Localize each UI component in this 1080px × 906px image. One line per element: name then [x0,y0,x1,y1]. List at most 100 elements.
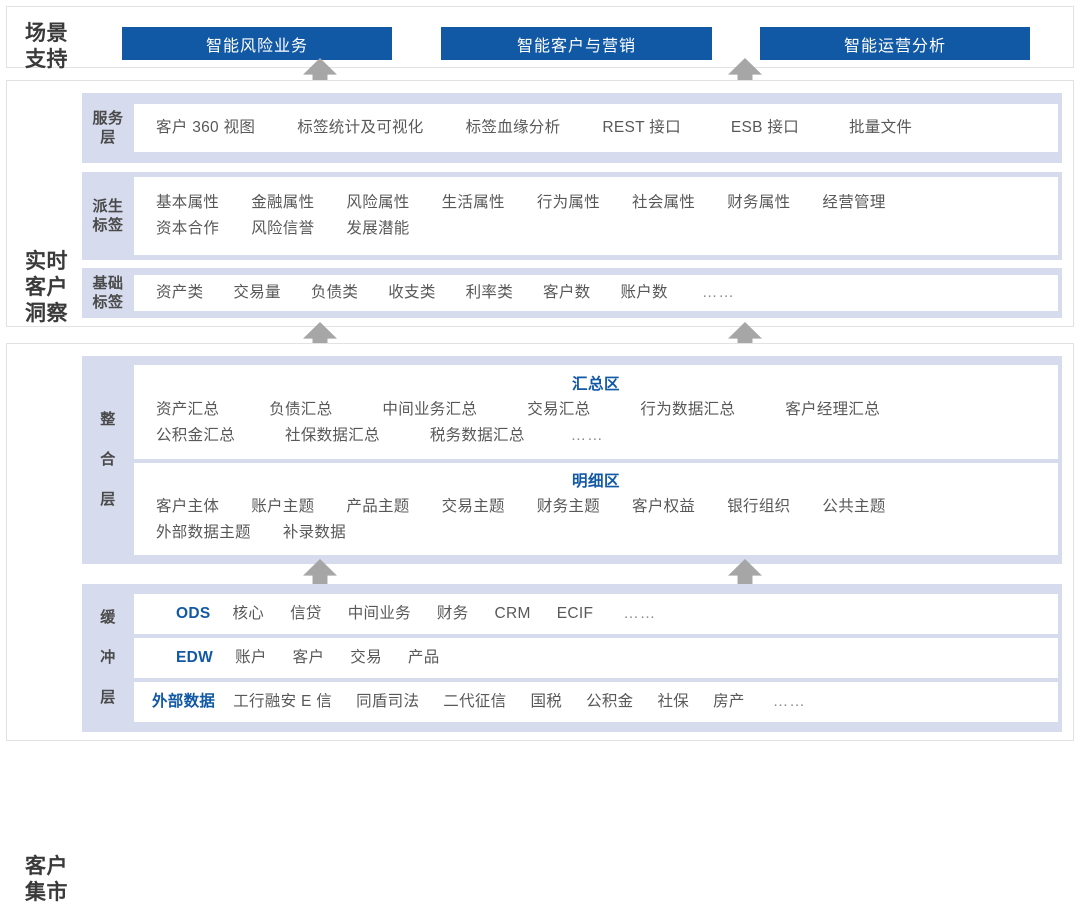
chip-item[interactable]: 风险信誉 [251,220,315,237]
chip-item[interactable]: CRM [494,605,531,622]
chip-item[interactable]: 资产类 [156,284,204,301]
chip-item[interactable]: REST 接口 [602,119,681,136]
customer-mart-label: 客户 集市 [25,855,68,904]
chip-item[interactable]: ESB 接口 [730,119,799,136]
chip-item[interactable]: 客户权益 [632,498,696,515]
chip-item[interactable]: 利率类 [465,284,514,301]
chip-item[interactable]: 交易量 [233,284,281,301]
derived-tag-band: 派生 标签 基本属性 金融属性 风险属性 生活属性 行为属性 社会属性 财务属性… [82,172,1062,260]
integration-layer-title: 整 合 层 [100,411,116,508]
chip-item[interactable]: 标签血缘分析 [465,119,561,136]
scene-button-operation-analysis[interactable]: 智能运营分析 [760,27,1030,60]
chip-item[interactable]: 账户数 [620,284,668,301]
chip-item[interactable]: 资本合作 [156,220,220,237]
chip-item[interactable]: 社保 [657,693,690,710]
basic-tag-title: 基础 标签 [92,275,124,311]
buffer-layer-title: 缓 冲 层 [100,609,116,706]
chip-item[interactable]: 财务属性 [727,194,791,211]
chip-item[interactable]: 公积金汇总 [156,427,236,444]
scene-button-customer-marketing[interactable]: 智能客户与营销 [441,27,712,60]
chip-item[interactable]: 财务主题 [536,498,601,515]
chip-item[interactable]: 金融属性 [251,194,315,211]
chip-ellipsis: …… [772,693,806,710]
chip-line: 资产类 交易量 负债类 收支类 利率类 客户数 账户数 …… [156,280,1036,306]
integration-layer-zones: 汇总区 资产汇总 负债汇总 中间业务汇总 交易汇总 行为数据汇总 客户经理汇总 … [134,356,1062,564]
service-layer-rows: 客户 360 视图 标签统计及可视化 标签血缘分析 REST 接口 ESB 接口… [134,93,1062,163]
chip-item[interactable]: 行为数据汇总 [640,401,736,418]
chip-item[interactable]: 客户 [292,649,325,666]
chip-item[interactable]: 负债类 [310,284,359,301]
derived-tag-title: 派生 标签 [92,198,124,234]
chip-item[interactable]: 核心 [232,605,265,622]
zone-title-summary: 汇总区 [571,376,620,393]
chip-item[interactable]: 批量文件 [849,119,913,136]
chip-item[interactable]: 二代征信 [443,693,507,710]
chip-item[interactable]: 生活属性 [441,194,505,211]
chip-item[interactable]: 标签统计及可视化 [297,119,424,136]
chip-item[interactable]: 发展潜能 [346,220,410,237]
chip-item[interactable]: ECIF [556,605,594,622]
integration-summary-zone: 汇总区 资产汇总 负债汇总 中间业务汇总 交易汇总 行为数据汇总 客户经理汇总 … [134,365,1058,459]
chip-line: 资本合作 风险信誉 发展潜能 [156,216,1036,242]
chip-item[interactable]: 财务 [436,605,469,622]
chip-item[interactable]: 客户经理汇总 [785,401,881,418]
chip-item[interactable]: 外部数据主题 [156,524,251,541]
scene-support-label: 场景 支持 [25,22,68,71]
chip-ellipsis: …… [701,284,735,301]
buffer-row-ods: ODS 核心 信贷 中间业务 财务 CRM ECIF …… [134,594,1058,634]
chip-item[interactable]: 基本属性 [156,194,220,211]
chip-ellipsis: …… [570,427,604,444]
chip-item[interactable]: 交易主题 [441,498,505,515]
basic-tag-rows: 资产类 交易量 负债类 收支类 利率类 客户数 账户数 …… [134,268,1062,318]
buffer-layer-rows: ODS 核心 信贷 中间业务 财务 CRM ECIF …… EDW 账户 客户 … [134,584,1062,732]
chip-item[interactable]: 客户主体 [156,498,220,515]
buffer-row-external: 外部数据 工行融安 E 信 同盾司法 二代征信 国税 公积金 社保 房产 …… [134,682,1058,722]
chip-item[interactable]: 工行融安 E 信 [233,693,333,710]
chip-item[interactable]: 客户数 [543,284,591,301]
basic-tag-row: 资产类 交易量 负债类 收支类 利率类 客户数 账户数 …… [134,275,1058,311]
chip-line: EDW 账户 客户 交易 产品 [176,645,1036,671]
chip-item[interactable]: 公积金 [586,693,634,710]
chip-item[interactable]: 中间业务 [347,605,411,622]
chip-accent-edw[interactable]: EDW [176,649,214,666]
chip-item[interactable]: 经营管理 [822,194,886,211]
chip-item[interactable]: 产品主题 [346,498,410,515]
chip-item[interactable]: 交易 [350,649,382,666]
chip-item[interactable]: 房产 [713,693,745,710]
chip-item[interactable]: 客户 360 视图 [156,119,256,136]
chip-item[interactable]: 负债汇总 [269,401,333,418]
buffer-layer-band: 缓 冲 层 ODS 核心 信贷 中间业务 财务 CRM ECIF …… EDW … [82,584,1062,732]
chip-line: ODS 核心 信贷 中间业务 财务 CRM ECIF …… [176,601,1036,627]
chip-line: 基本属性 金融属性 风险属性 生活属性 行为属性 社会属性 财务属性 经营管理 [156,190,1036,216]
chip-line: 资产汇总 负债汇总 中间业务汇总 交易汇总 行为数据汇总 客户经理汇总 [156,397,1036,423]
chip-accent-external-data[interactable]: 外部数据 [152,693,216,710]
chip-item[interactable]: 信贷 [290,605,322,622]
derived-tag-row: 基本属性 金融属性 风险属性 生活属性 行为属性 社会属性 财务属性 经营管理 … [134,177,1058,255]
chip-line: 客户 360 视图 标签统计及可视化 标签血缘分析 REST 接口 ESB 接口… [156,115,1036,141]
chip-accent-ods[interactable]: ODS [176,605,211,622]
chip-item[interactable]: 银行组织 [727,498,791,515]
chip-item[interactable]: 资产汇总 [156,401,220,418]
chip-item[interactable]: 社保数据汇总 [285,427,380,444]
chip-item[interactable]: 收支类 [388,284,436,301]
chip-item[interactable]: 行为属性 [536,194,601,211]
chip-item[interactable]: 账户 [235,649,267,666]
basic-tag-band: 基础 标签 资产类 交易量 负债类 收支类 利率类 客户数 账户数 …… [82,268,1062,318]
scene-support-panel: 场景 支持 智能风险业务 智能客户与营销 智能运营分析 [6,6,1074,71]
chip-item[interactable]: 国税 [530,693,563,710]
chip-item[interactable]: 同盾司法 [356,693,420,710]
chip-item[interactable]: 公共主题 [822,498,886,515]
chip-item[interactable]: 产品 [407,649,440,666]
integration-detail-zone: 明细区 客户主体 账户主题 产品主题 交易主题 财务主题 客户权益 银行组织 公… [134,463,1058,555]
chip-line: 客户主体 账户主题 产品主题 交易主题 财务主题 客户权益 银行组织 公共主题 [156,494,1036,520]
chip-item[interactable]: 税务数据汇总 [429,427,525,444]
buffer-row-edw: EDW 账户 客户 交易 产品 [134,638,1058,678]
scene-button-risk[interactable]: 智能风险业务 [122,27,392,60]
chip-item[interactable]: 补录数据 [282,524,347,541]
chip-item[interactable]: 账户主题 [251,498,315,515]
chip-item[interactable]: 社会属性 [632,194,696,211]
chip-line: 公积金汇总 社保数据汇总 税务数据汇总 …… [156,423,1036,449]
chip-item[interactable]: 风险属性 [346,194,410,211]
chip-item[interactable]: 中间业务汇总 [382,401,478,418]
chip-item[interactable]: 交易汇总 [527,401,591,418]
